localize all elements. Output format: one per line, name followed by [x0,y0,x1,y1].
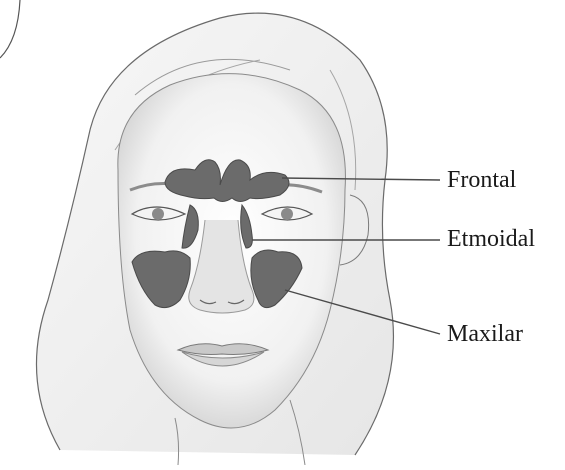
corner-arc [0,0,20,58]
frontal-label: Frontal [447,168,516,192]
left-iris [152,208,164,220]
upper-lip [178,344,268,355]
maxilar-label: Maxilar [447,322,523,346]
etmoidal-label: Etmoidal [447,227,535,251]
right-iris [281,208,293,220]
